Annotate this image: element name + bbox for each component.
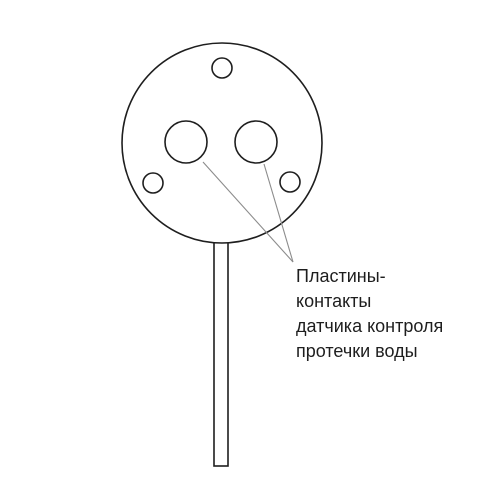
label-line-1: Пластины-: [296, 266, 386, 286]
contact-plates-label: Пластины- контакты датчика контроля прот…: [296, 264, 496, 364]
leader-line-right: [263, 163, 294, 263]
leader-line-left: [202, 161, 294, 263]
label-line-3: датчика контроля: [296, 316, 444, 336]
mounting-hole-left: [142, 172, 164, 194]
contact-plate-right: [234, 120, 278, 164]
label-line-4: протечки воды: [296, 341, 418, 361]
contact-plate-left: [164, 120, 208, 164]
mounting-hole-right: [279, 171, 301, 193]
sensor-cable: [213, 237, 229, 467]
label-line-2: контакты: [296, 291, 372, 311]
sensor-body: [121, 42, 323, 244]
mounting-hole-top: [211, 57, 233, 79]
